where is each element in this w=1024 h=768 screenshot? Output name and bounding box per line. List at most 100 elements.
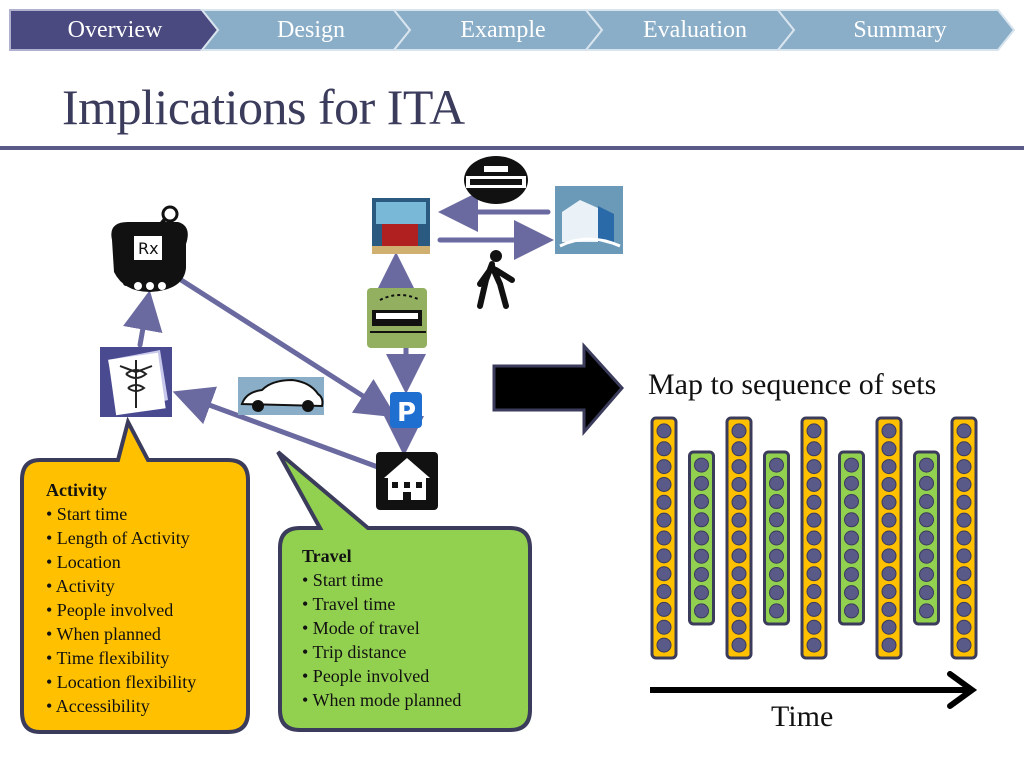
- section-nav: Overview Design Example Evaluation Summa…: [8, 8, 1016, 52]
- set-element-dot: [956, 584, 972, 600]
- set-element-dot: [881, 619, 897, 635]
- set-element-dot: [919, 603, 934, 619]
- svg-text:Rx: Rx: [138, 239, 159, 258]
- set-element-dot: [731, 637, 747, 653]
- set-element-dot: [956, 494, 972, 510]
- set-element-dot: [881, 476, 897, 492]
- set-element-dot: [844, 548, 859, 564]
- sequence-columns: [650, 416, 978, 660]
- set-element-dot: [919, 566, 934, 582]
- travel-item: • Trip distance: [302, 642, 407, 662]
- set-element-dot: [806, 619, 822, 635]
- parking-icon: P: [390, 392, 422, 428]
- set-element-dot: [656, 494, 672, 510]
- pharmacy-rx-icon: Rx: [111, 205, 188, 292]
- set-element-dot: [956, 459, 972, 475]
- activity-item: • Start time: [46, 504, 128, 524]
- travel-callout-text: Travel • Start time • Travel time • Mode…: [302, 544, 461, 712]
- set-element-dot: [919, 457, 934, 473]
- set-element-dot: [656, 601, 672, 617]
- set-element-dot: [956, 637, 972, 653]
- travel-callout: [276, 450, 532, 732]
- set-element-dot: [956, 530, 972, 546]
- set-element-dot: [694, 548, 709, 564]
- set-element-dot: [919, 475, 934, 491]
- set-element-dot: [769, 566, 784, 582]
- set-element-dot: [919, 585, 934, 601]
- set-element-dot: [656, 584, 672, 600]
- set-element-dot: [769, 603, 784, 619]
- set-element-dot: [956, 601, 972, 617]
- set-element-dot: [731, 601, 747, 617]
- big-right-arrow: [492, 342, 625, 437]
- time-axis-label: Time: [771, 700, 834, 733]
- set-element-dot: [656, 566, 672, 582]
- activity-item: • Location: [46, 552, 121, 572]
- set-element-dot: [731, 548, 747, 564]
- travel-item: • Mode of travel: [302, 618, 420, 638]
- set-element-dot: [844, 512, 859, 528]
- slide-title: Implications for ITA: [62, 79, 465, 135]
- set-element-dot: [656, 441, 672, 457]
- set-element-dot: [731, 441, 747, 457]
- set-element-dot: [956, 512, 972, 528]
- set-element-dot: [694, 530, 709, 546]
- set-element-dot: [769, 457, 784, 473]
- set-element-dot: [956, 619, 972, 635]
- activity-item: • When planned: [46, 624, 161, 644]
- set-element-dot: [769, 548, 784, 564]
- set-element-dot: [731, 423, 747, 439]
- set-element-dot: [881, 512, 897, 528]
- set-element-dot: [844, 566, 859, 582]
- set-element-dot: [881, 566, 897, 582]
- tab-design[interactable]: Design: [277, 16, 345, 43]
- activity-item: • Length of Activity: [46, 528, 190, 548]
- set-element-dot: [806, 601, 822, 617]
- set-element-dot: [769, 494, 784, 510]
- set-element-dot: [694, 475, 709, 491]
- tab-overview[interactable]: Overview: [67, 16, 163, 43]
- pedestrian-icon: [477, 250, 515, 309]
- set-element-dot: [881, 601, 897, 617]
- set-element-dot: [806, 512, 822, 528]
- set-element-dot: [956, 476, 972, 492]
- set-element-dot: [881, 637, 897, 653]
- set-element-dot: [919, 494, 934, 510]
- tab-example[interactable]: Example: [460, 16, 546, 43]
- set-element-dot: [769, 475, 784, 491]
- set-element-dot: [731, 566, 747, 582]
- set-element-dot: [956, 566, 972, 582]
- travel-heading: Travel: [302, 546, 352, 566]
- set-element-dot: [694, 457, 709, 473]
- set-element-dot: [731, 619, 747, 635]
- car-icon: [238, 377, 324, 415]
- tab-summary[interactable]: Summary: [853, 16, 947, 43]
- set-element-dot: [806, 566, 822, 582]
- set-element-dot: [844, 457, 859, 473]
- activity-heading: Activity: [46, 480, 107, 500]
- set-element-dot: [881, 584, 897, 600]
- set-element-dot: [694, 603, 709, 619]
- set-element-dot: [806, 441, 822, 457]
- set-element-dot: [806, 530, 822, 546]
- set-element-dot: [881, 441, 897, 457]
- activity-item: • Time flexibility: [46, 648, 170, 668]
- activity-item: • Activity: [46, 576, 115, 596]
- set-element-dot: [694, 566, 709, 582]
- set-element-dot: [806, 584, 822, 600]
- set-element-dot: [844, 475, 859, 491]
- set-element-dot: [656, 548, 672, 564]
- taxi-icon: [464, 156, 528, 204]
- activity-callout-text: Activity • Start time • Length of Activi…: [46, 478, 196, 718]
- set-element-dot: [656, 619, 672, 635]
- set-element-dot: [694, 585, 709, 601]
- set-element-dot: [731, 512, 747, 528]
- set-element-dot: [844, 603, 859, 619]
- set-element-dot: [769, 512, 784, 528]
- set-element-dot: [694, 494, 709, 510]
- set-element-dot: [769, 585, 784, 601]
- set-element-dot: [881, 494, 897, 510]
- medical-caduceus-icon: [100, 347, 172, 417]
- tab-evaluation[interactable]: Evaluation: [643, 16, 747, 43]
- set-element-dot: [881, 548, 897, 564]
